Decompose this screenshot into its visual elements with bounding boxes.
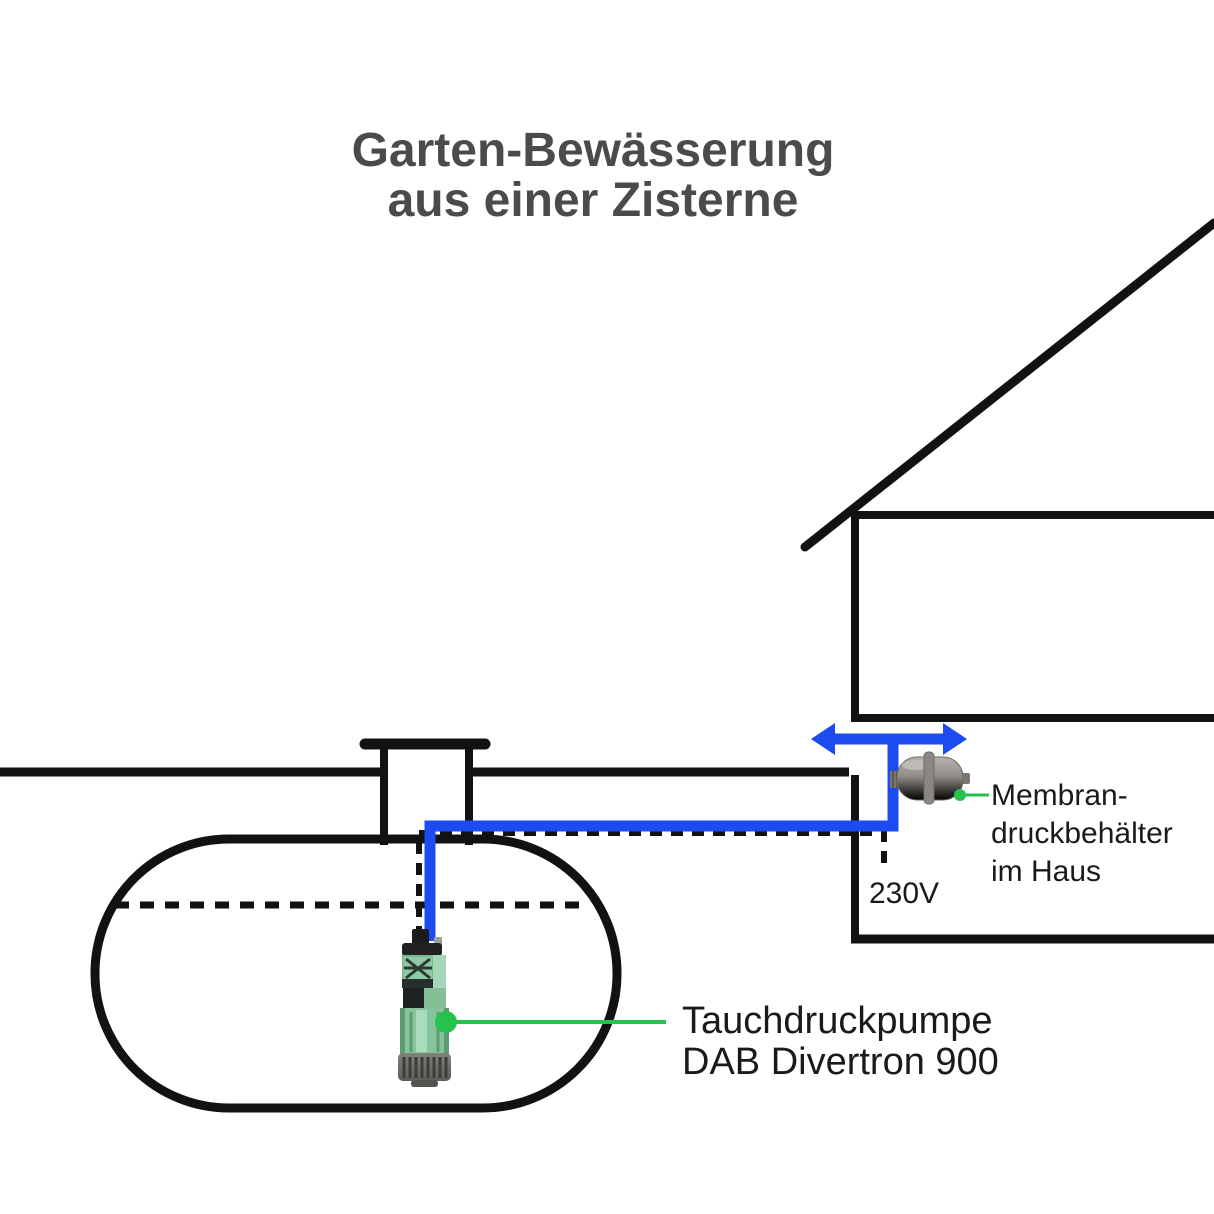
flow-arrow-left-head <box>811 723 835 755</box>
pump-leader-dot <box>435 1011 457 1033</box>
membrane-tank-label-line3: im Haus <box>991 855 1102 888</box>
submersible-pump-icon <box>398 929 451 1087</box>
page-title-line1: Garten-Bewässerung <box>351 124 835 177</box>
pump-label-line1: Tauchdruckpumpe <box>682 1000 993 1042</box>
double-headed-flow-arrow-icon <box>811 723 967 755</box>
leader-lines <box>452 793 989 1024</box>
cistern-outline <box>90 834 622 1113</box>
flow-arrow-right-head <box>943 723 967 755</box>
house-roof-line <box>800 218 1214 552</box>
pump-label-line2: DAB Divertron 900 <box>682 1041 999 1083</box>
voltage-label: 230V <box>869 877 940 910</box>
membrane-pressure-tank-icon <box>890 751 970 805</box>
leader-dots <box>435 789 966 1033</box>
pump-label: Tauchdruckpumpe DAB Divertron 900 <box>682 1001 999 1083</box>
membrane-tank-label-line2: druckbehälter <box>991 817 1173 850</box>
page-title-line2: aus einer Zisterne <box>387 174 799 227</box>
power-cable-line <box>416 830 887 938</box>
page-title: Garten-Bewässerung aus einer Zisterne <box>0 126 1186 226</box>
membrane-tank-label-line1: Membran- <box>991 779 1128 812</box>
structure-lines <box>0 218 1214 1113</box>
membrane-tank-label: Membran- druckbehälter im Haus <box>991 777 1173 891</box>
membrane-leader-dot <box>954 789 966 801</box>
